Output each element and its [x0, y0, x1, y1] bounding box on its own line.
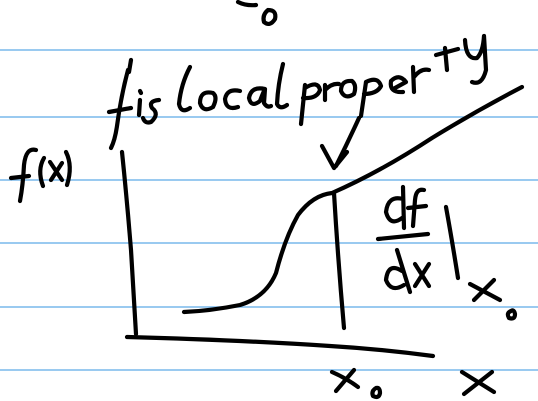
- derivative-label-strokes: [375, 184, 518, 321]
- y-axis-line: [119, 149, 139, 337]
- ruled-lines: [0, 49, 538, 371]
- x0-vertical-line: [331, 190, 347, 331]
- y-axis-label-strokes: [8, 147, 72, 204]
- x-axis-label-strokes: [329, 367, 497, 400]
- axes: [119, 149, 436, 359]
- top-fragment-strokes: [235, 0, 278, 27]
- annotation-strokes: [106, 33, 489, 151]
- function-curve: [181, 84, 525, 315]
- annotation-arrow: [319, 115, 362, 171]
- x-axis-line: [124, 334, 436, 359]
